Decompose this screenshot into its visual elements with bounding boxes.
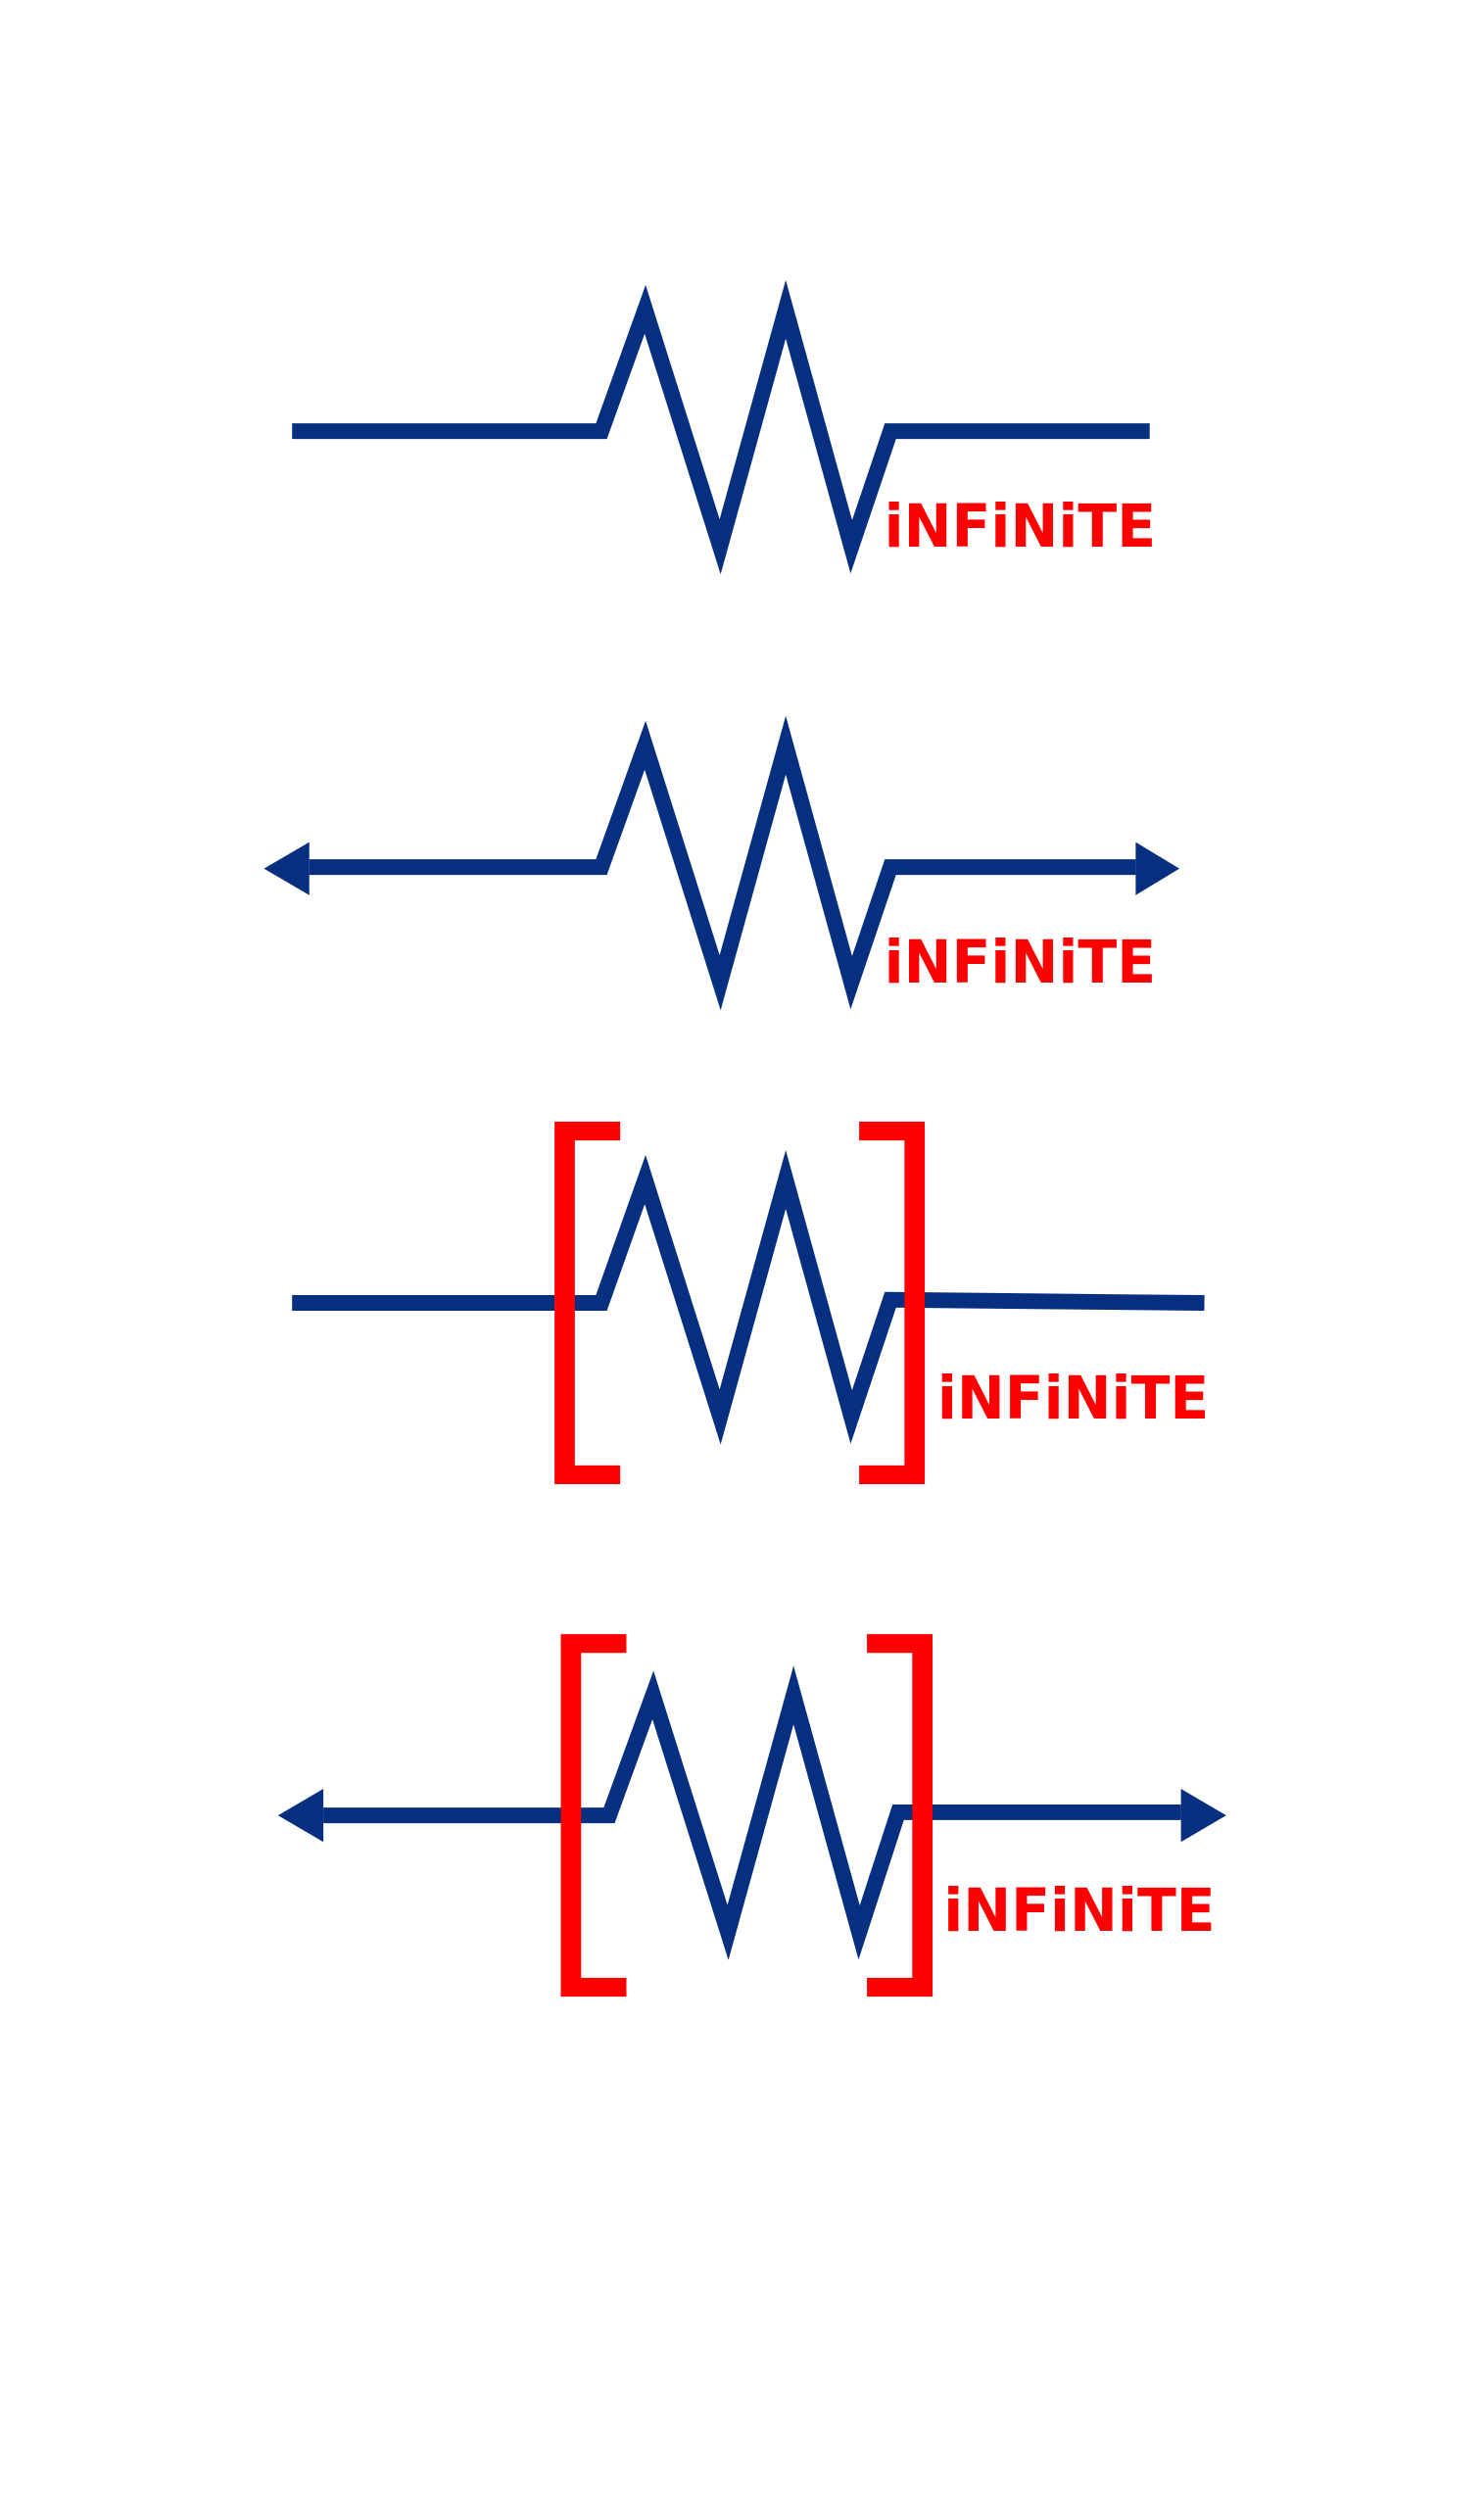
left-arrowhead-icon <box>277 1788 324 1843</box>
wave-line <box>292 1150 1205 1445</box>
brand-wordmark: iNFiNiTE <box>943 1877 1215 1946</box>
logo-variant-brackets: iNFiNiTE <box>292 1122 1209 1485</box>
right-arrowhead-icon <box>1180 1788 1226 1843</box>
left-arrowhead-icon <box>263 842 310 895</box>
left-bracket-icon <box>560 1634 627 1997</box>
logo-variant-plain: iNFiNiTE <box>292 279 1156 575</box>
right-arrowhead-icon <box>1135 842 1180 895</box>
logo-variant-brackets-arrows: iNFiNiTE <box>277 1634 1226 1997</box>
brand-wordmark: iNFiNiTE <box>937 1365 1209 1433</box>
brand-wordmark: iNFiNiTE <box>885 493 1156 561</box>
wave-line <box>323 1665 1181 1960</box>
left-bracket-icon <box>554 1122 621 1485</box>
right-bracket-icon <box>859 1122 926 1485</box>
logo-variant-arrows: iNFiNiTE <box>263 715 1180 1011</box>
right-bracket-icon <box>867 1634 933 1997</box>
wave-line <box>309 715 1136 1011</box>
brand-wordmark: iNFiNiTE <box>885 929 1156 997</box>
wave-line <box>292 279 1150 575</box>
